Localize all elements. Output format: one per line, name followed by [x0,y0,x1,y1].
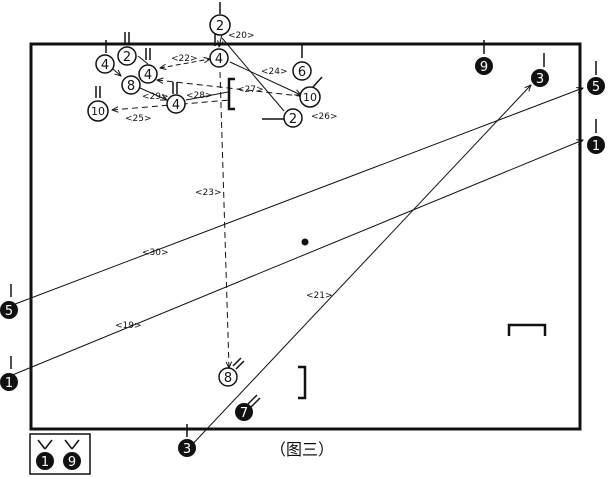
player-4-a[interactable]: 4 [95,54,115,74]
player-4-c[interactable]: 4 [209,48,229,68]
player-5-right[interactable]: 5 [587,77,605,95]
player-2-right-number: 2 [289,112,297,127]
player-5-right-number: 5 [592,80,600,95]
player-1-right-number: 1 [592,139,600,154]
figure-caption: （图三） [270,440,334,459]
player-4-a-number: 4 [101,58,109,73]
player-4-d[interactable]: 4 [166,94,186,114]
route-24-line [229,61,301,95]
route-label-23: <23> [195,188,222,198]
route-label-24: <24> [261,67,288,77]
legend-player-9: 9 [63,452,81,470]
player-3-top[interactable]: 3 [531,69,549,87]
player-2-right[interactable]: 2 [283,108,303,128]
player-10-left[interactable]: 10 [87,100,109,122]
player-3-top-number: 3 [536,72,544,87]
player-2-left[interactable]: 2 [117,46,137,66]
center-spot [301,238,309,246]
player-6[interactable]: 6 [292,61,312,81]
player-8-bottom-number: 8 [224,371,232,386]
player-2-top-number: 2 [216,19,224,34]
pitch-boundary [29,42,582,431]
player-1-left-number: 1 [5,376,13,391]
goal-bottom [298,365,307,400]
player-3-bottom-number: 3 [183,442,191,457]
route-label-25: <25> [125,114,152,124]
goal-top [227,77,235,111]
goal-right [507,323,547,336]
route-label-27: <27> [237,85,264,95]
route-label-29: <29> [142,92,169,102]
legend-player-1-number: 1 [41,455,49,470]
player-7-number: 7 [240,406,248,421]
route-22-line [160,59,210,68]
route-20-line [219,33,222,47]
player-10-right-number: 10 [303,91,317,104]
player-ticks [10,2,597,450]
player-5-left-number: 5 [5,304,13,319]
route-label-22: <22> [171,54,198,64]
player-4-d-number: 4 [172,98,180,113]
player-6-number: 6 [298,65,306,80]
player-10-left-number: 10 [91,105,105,118]
route-28-line [185,91,229,101]
route-label-21: <21> [306,291,333,301]
route-misc-1 [112,68,121,76]
legend-player-1: 1 [36,452,54,470]
player-5-left[interactable]: 5 [0,301,18,319]
player-10-right[interactable]: 10 [299,86,321,108]
route-label-26: <26> [311,112,338,122]
route-label-30: <30> [142,248,169,258]
route-label-19: <19> [115,321,142,331]
route-23-line [219,71,229,368]
legend-box [29,433,91,475]
player-9-top[interactable]: 9 [475,57,493,75]
player-1-right[interactable]: 1 [587,136,605,154]
player-8-top-number: 8 [127,79,135,94]
player-4-c-number: 4 [215,52,223,67]
route-27-line [157,80,301,97]
player-2-top[interactable]: 2 [209,14,231,36]
route-19-line [9,140,583,377]
route-29-line [139,87,167,100]
route-21-line [187,85,531,450]
player-9-top-number: 9 [480,60,488,75]
player-4-b[interactable]: 4 [138,64,158,84]
route-label-20: <20> [228,31,255,41]
route-30-line [9,88,583,307]
route-label-28: <28> [186,91,213,101]
player-7[interactable]: 7 [235,403,253,421]
player-8-bottom[interactable]: 8 [218,367,238,387]
player-2-left-number: 2 [123,50,131,65]
player-4-b-number: 4 [144,68,152,83]
player-8-top[interactable]: 8 [121,75,141,95]
player-1-left[interactable]: 1 [0,373,18,391]
legend-player-9-number: 9 [68,455,76,470]
player-3-bottom[interactable]: 3 [178,439,196,457]
route-26-line [221,37,285,112]
route-misc-2 [137,55,149,65]
